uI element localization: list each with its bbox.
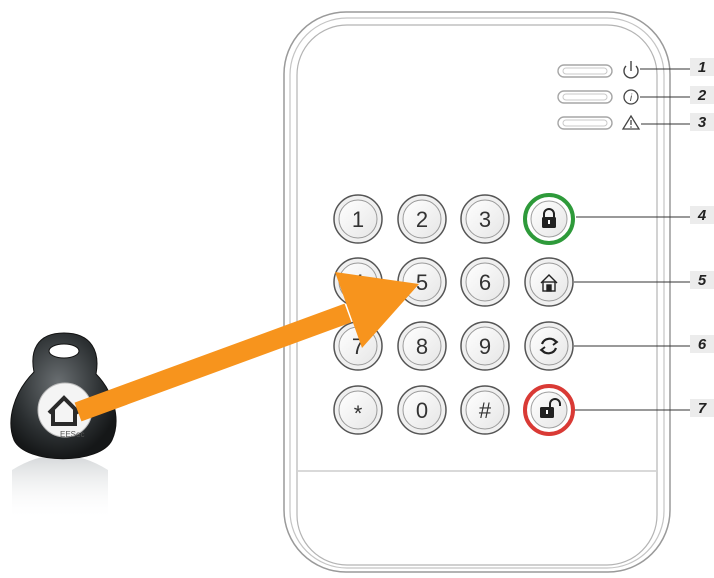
callout-7: 7 — [698, 400, 707, 417]
key-8[interactable]: 8 — [398, 322, 446, 370]
key-6-label: 6 — [479, 270, 491, 295]
disarm-unlock-button[interactable] — [525, 386, 573, 434]
callout-1: 1 — [698, 59, 706, 76]
key-1[interactable]: 1 — [334, 195, 382, 243]
key-hash[interactable]: # — [461, 386, 509, 434]
callout-5: 5 — [698, 272, 707, 289]
key-8-label: 8 — [416, 334, 428, 359]
key-star-label: * — [354, 401, 363, 426]
key-hash-label: # — [479, 398, 492, 423]
key-6[interactable]: 6 — [461, 258, 509, 306]
callout-labels: 1 2 3 4 5 6 7 — [690, 58, 714, 417]
callout-2: 2 — [697, 87, 707, 104]
keyfob-reflection — [12, 455, 108, 520]
callout-4: 4 — [697, 207, 707, 224]
key-2[interactable]: 2 — [398, 195, 446, 243]
key-5-label: 5 — [416, 270, 428, 295]
callout-3: 3 — [698, 114, 707, 131]
led-indicator-slots — [558, 65, 612, 129]
keyring-hole — [49, 344, 79, 358]
key-9[interactable]: 9 — [461, 322, 509, 370]
key-1-label: 1 — [352, 207, 364, 232]
keyfob-brand: EESec — [60, 430, 84, 439]
key-0[interactable]: 0 — [398, 386, 446, 434]
key-0-label: 0 — [416, 398, 428, 423]
key-2-label: 2 — [416, 207, 428, 232]
key-3[interactable]: 3 — [461, 195, 509, 243]
callout-6: 6 — [698, 336, 707, 353]
key-3-label: 3 — [479, 207, 491, 232]
key-9-label: 9 — [479, 334, 491, 359]
rfid-keyfob: EESec — [11, 333, 116, 520]
home-arm-button[interactable] — [525, 258, 573, 306]
key-star[interactable]: * — [334, 386, 382, 434]
refresh-button[interactable] — [525, 322, 573, 370]
arm-lock-button[interactable] — [525, 195, 573, 243]
